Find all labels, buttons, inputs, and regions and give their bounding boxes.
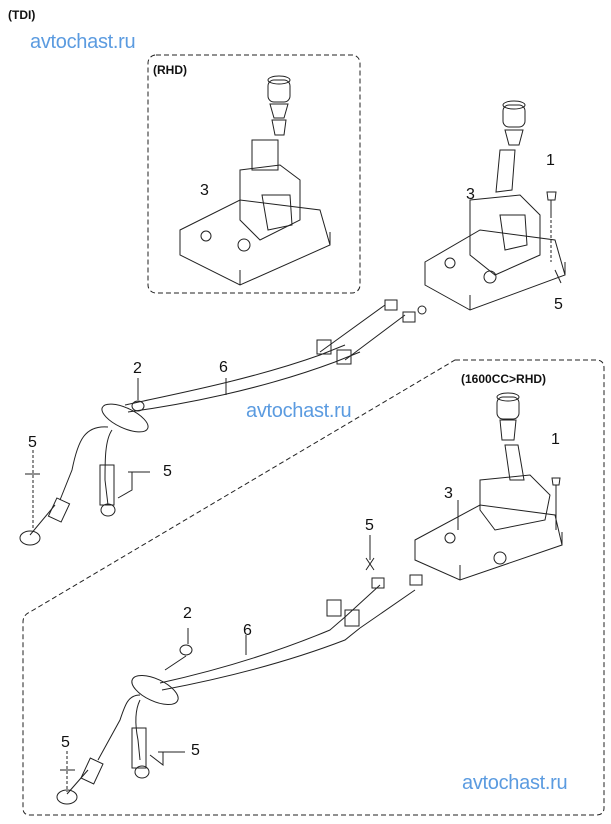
group-label-rhd: (RHD)	[153, 63, 187, 77]
diagram-title: (TDI)	[8, 8, 36, 22]
callout-3: 3	[200, 182, 209, 199]
cable-bottom-drawing	[56, 535, 423, 805]
shifter-main-drawing	[424, 100, 566, 311]
callout-3: 3	[466, 186, 475, 203]
callout-2: 2	[183, 605, 192, 622]
watermark-top: avtochast.ru	[30, 31, 136, 53]
shifter-rhd-drawing	[179, 75, 331, 286]
watermark-bottom: avtochast.ru	[462, 772, 568, 794]
callout-1: 1	[546, 152, 555, 169]
callout-5: 5	[365, 517, 374, 534]
callout-5: 5	[28, 434, 37, 451]
callout-6: 6	[243, 622, 252, 639]
rhd-group-border	[147, 54, 361, 294]
shifter-1600cc-drawing	[414, 392, 563, 581]
callout-1: 1	[551, 431, 560, 448]
callout-5: 5	[554, 296, 563, 313]
callout-5: 5	[163, 463, 172, 480]
cable-top-drawing	[19, 299, 427, 546]
group-label-1600cc-rhd: (1600CC>RHD)	[461, 372, 547, 386]
callout-3: 3	[444, 485, 453, 502]
callout-6: 6	[219, 359, 228, 376]
1600cc-group-border	[22, 359, 605, 816]
callout-5: 5	[61, 734, 70, 751]
callout-2: 2	[133, 360, 142, 377]
watermark-middle: avtochast.ru	[246, 400, 352, 422]
callout-5: 5	[191, 742, 200, 759]
